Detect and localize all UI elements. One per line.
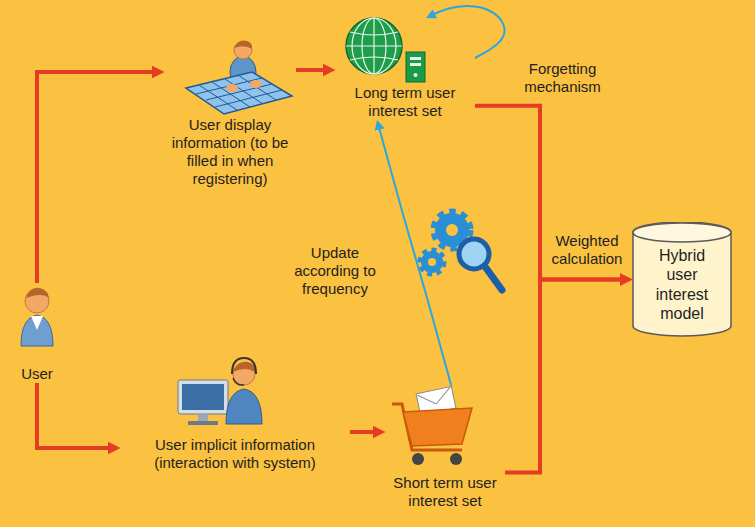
- feedback-arrow: [378, 124, 451, 385]
- globe-icon-part-part: [346, 45, 402, 46]
- globe-icon-part: [410, 57, 421, 60]
- interaction-figure-part: [233, 378, 244, 385]
- interaction-figure-part: [188, 421, 218, 425]
- icon-node: User: [8, 283, 66, 383]
- globe-icon-part: [346, 18, 402, 74]
- interaction-figure-part: [226, 389, 262, 424]
- register-figure-part: [234, 41, 252, 59]
- user-figure-part: [31, 316, 43, 330]
- globe-icon-part: [414, 73, 418, 77]
- icon-node: User implicit information (interaction w…: [120, 352, 350, 472]
- flow-arrow: [37, 383, 114, 448]
- icon-node: User display information (to be filled i…: [164, 38, 296, 188]
- cylinder-top: [633, 223, 731, 242]
- interaction-figure-part: [178, 380, 228, 414]
- icon-node: Long term user interest set: [335, 18, 475, 120]
- flow-arrow: [37, 72, 158, 283]
- globe-icon-part: [346, 18, 402, 74]
- cart-icon: [392, 385, 472, 465]
- user-figure-part: [21, 315, 53, 346]
- register-figure-part: [226, 84, 238, 92]
- flow-arrow: [296, 68, 329, 72]
- node-label: Short term user interest set: [385, 474, 505, 510]
- gears-icon-part: [424, 254, 440, 270]
- interaction-figure-part: [232, 358, 256, 374]
- edge-label: Forgetting mechanism: [515, 60, 610, 96]
- user-figure-part: [26, 288, 49, 298]
- interaction-figure: [178, 358, 262, 425]
- storage-cylinder: Hybrid user interest model: [632, 222, 732, 337]
- node-label: Long term user interest set: [335, 84, 475, 120]
- interaction-figure-part: [233, 362, 255, 372]
- register-figure-part-part: [206, 84, 272, 100]
- icon-node: Short term user interest set: [385, 385, 505, 510]
- gears-icon-part: [421, 251, 443, 273]
- globe-icon: [346, 18, 425, 82]
- gears-icon: [421, 213, 502, 290]
- node-label: User display information (to be filled i…: [164, 116, 296, 188]
- cart-icon-part: [412, 453, 424, 465]
- interaction-figure-part: [182, 384, 224, 410]
- globe-icon-part: [406, 52, 425, 82]
- node-label: User implicit information (interaction w…: [140, 436, 330, 472]
- register-figure-part-part: [196, 78, 262, 94]
- gears-icon-part: [438, 216, 466, 244]
- register-figure-part: [234, 41, 252, 49]
- flow-arrow: [505, 280, 626, 473]
- register-figure-part: [250, 80, 262, 88]
- cart-icon-part: [450, 453, 462, 465]
- globe-icon-part: [410, 63, 421, 66]
- globe-icon-part-part: [350, 57, 398, 60]
- register-figure-part: [186, 72, 292, 114]
- register-figure-part-part: [215, 90, 282, 107]
- gears-icon-part: [428, 258, 436, 266]
- register-figure: [186, 41, 292, 114]
- flow-arrow: [350, 430, 379, 434]
- cylinder-body: [633, 222, 731, 336]
- interaction-figure-part: [198, 414, 208, 422]
- edge-label: Weighted calculation: [544, 232, 630, 268]
- node-label: Hybrid user interest model: [644, 246, 720, 323]
- globe-icon-part-part: [350, 32, 398, 35]
- cart-icon-part: [403, 408, 472, 446]
- user-figure: [21, 288, 53, 346]
- cart-icon-part: [417, 385, 453, 405]
- feedback-arrow: [430, 6, 505, 58]
- gears-icon-part: [446, 224, 458, 236]
- node-label: User: [21, 365, 53, 383]
- edge-label: Update according to frequency: [280, 244, 390, 298]
- gears-icon-part: [486, 268, 502, 290]
- gears-icon-part: [459, 239, 489, 269]
- register-figure-part: [196, 75, 282, 110]
